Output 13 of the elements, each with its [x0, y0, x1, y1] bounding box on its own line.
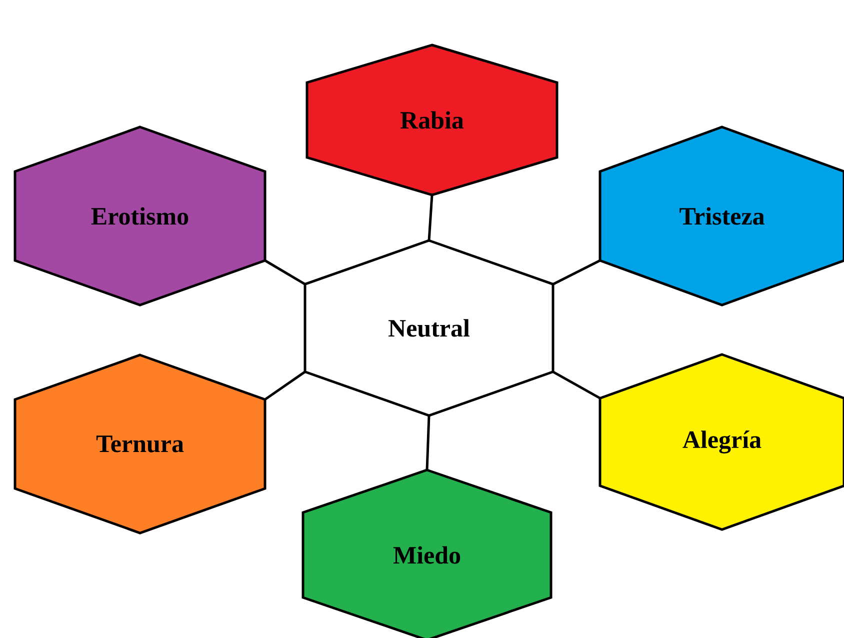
- connector-line: [552, 370, 601, 400]
- hexagon: Neutral: [304, 239, 554, 417]
- connector-line: [552, 259, 601, 286]
- hexagon: Tristeza: [598, 126, 844, 306]
- hexagon: Ternura: [14, 354, 266, 534]
- hexagon: Alegría: [598, 353, 844, 531]
- connector-line: [426, 415, 430, 470]
- connector-line: [264, 259, 306, 286]
- hexagon: Rabia: [306, 44, 558, 196]
- hexagon: Miedo: [302, 468, 552, 638]
- connector-line: [428, 194, 434, 241]
- hexagon: Erotismo: [14, 126, 266, 306]
- connector-line: [264, 370, 306, 401]
